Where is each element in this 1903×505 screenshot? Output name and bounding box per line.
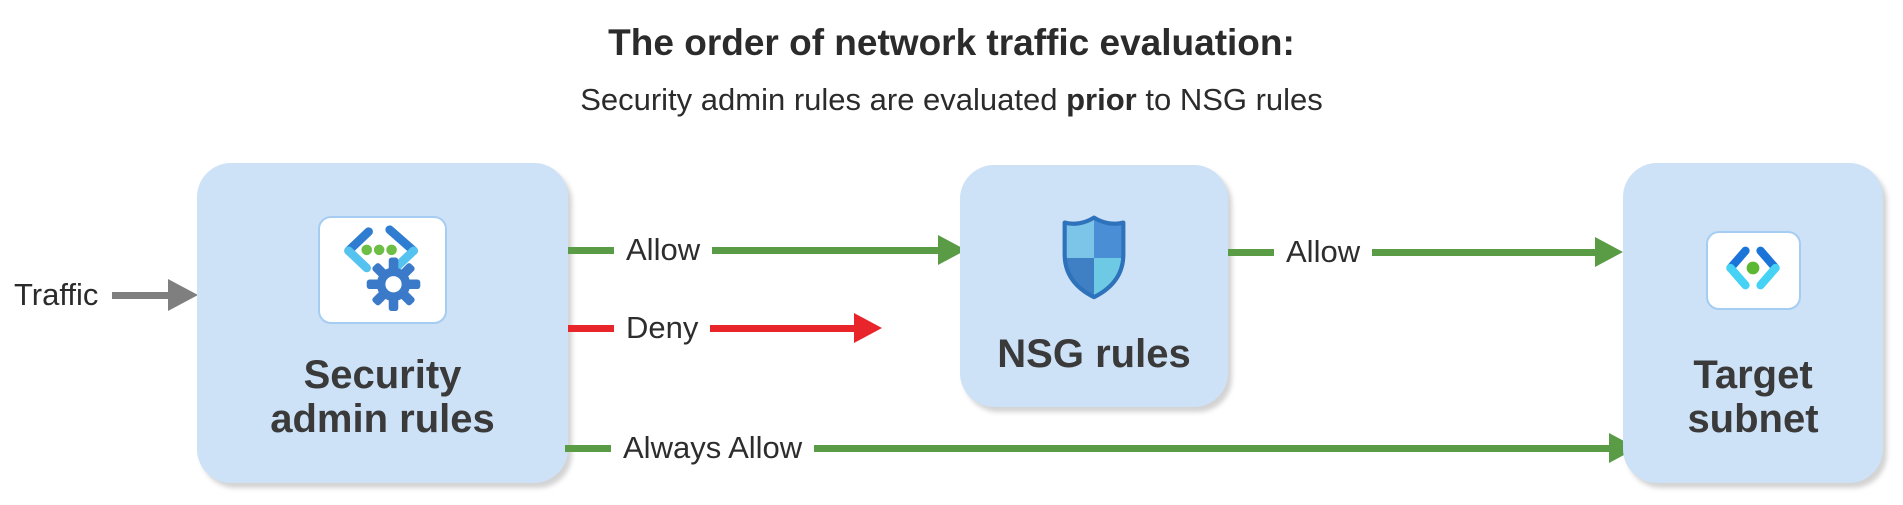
- traffic-arrow: [112, 279, 198, 311]
- deny-arrow: Deny: [568, 310, 882, 346]
- page-title: The order of network traffic evaluation:: [608, 22, 1295, 63]
- deny-line-end: [710, 324, 854, 332]
- allow1-line-end: [712, 246, 938, 254]
- nsg-label-line1: NSG rules: [997, 332, 1191, 376]
- security-label-line1: Security: [303, 353, 462, 397]
- traffic-arrowhead-icon: [168, 279, 198, 311]
- code-gear-icon: [332, 224, 433, 317]
- target-label-line2: subnet: [1687, 397, 1819, 441]
- nsg-rules-label: NSG rules: [997, 332, 1190, 376]
- always-allow-line-end: [814, 444, 1609, 452]
- subtitle-bold: prior: [1066, 82, 1137, 117]
- nsg-icon-wrap: [1052, 214, 1136, 307]
- security-label-line2: admin rules: [270, 397, 495, 441]
- node-nsg-rules: NSG rules: [960, 165, 1228, 407]
- security-admin-icon-tile: [318, 216, 447, 324]
- allow-arrow-2: Allow: [1228, 234, 1623, 270]
- target-label-line1: Target: [1693, 353, 1813, 397]
- target-subnet-icon-tile: [1705, 231, 1801, 310]
- allow2-arrowhead-icon: [1595, 237, 1623, 267]
- shield-icon: [1053, 214, 1135, 307]
- subtitle-pre: Security admin rules are evaluated: [580, 82, 1067, 117]
- allow1-label: Allow: [626, 232, 701, 267]
- target-subnet-label: Target subnet: [1687, 353, 1818, 441]
- subtitle-post: to NSG rules: [1136, 82, 1323, 117]
- deny-line-start: [568, 324, 614, 332]
- page-subtitle: Security admin rules are evaluated prior…: [0, 82, 1903, 118]
- always-allow-label: Always Allow: [623, 430, 803, 465]
- deny-arrowhead-icon: [854, 313, 882, 343]
- allow2-label: Allow: [1286, 234, 1361, 269]
- always-allow-arrow: Always Allow: [565, 430, 1637, 466]
- deny-label: Deny: [626, 310, 699, 345]
- allow-arrow-1: Allow: [568, 232, 966, 268]
- node-target-subnet: Target subnet: [1623, 163, 1883, 483]
- node-security-admin-rules: Security admin rules: [197, 163, 568, 483]
- always-allow-line-start: [565, 444, 611, 452]
- allow1-line-start: [568, 246, 614, 254]
- traffic-arrow-line: [112, 291, 168, 299]
- allow2-line-end: [1372, 248, 1595, 256]
- traffic-label: Traffic: [14, 277, 99, 312]
- allow2-line-start: [1228, 248, 1274, 256]
- subnet-icon: [1717, 240, 1789, 301]
- security-admin-rules-label: Security admin rules: [270, 353, 495, 441]
